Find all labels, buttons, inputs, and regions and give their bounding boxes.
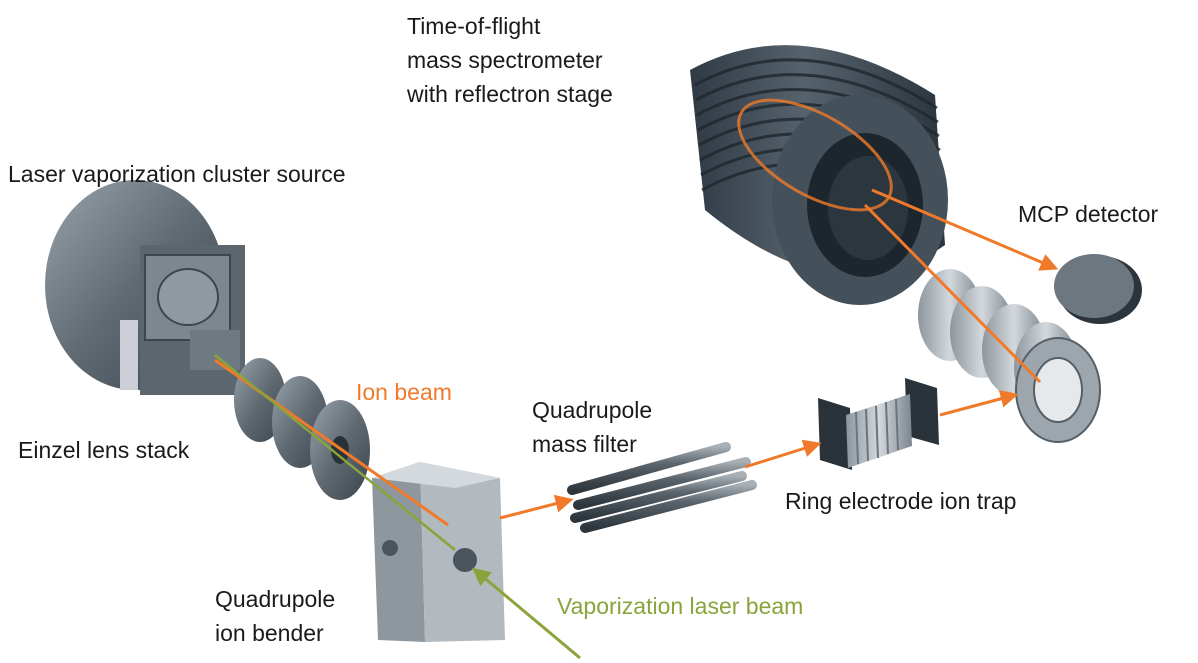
tof-label-line1: Time-of-flight bbox=[407, 13, 541, 39]
mcp-detector-label: MCP detector bbox=[1018, 201, 1159, 227]
quad-bender-label-line2: ion bender bbox=[215, 620, 324, 646]
ring-trap-label: Ring electrode ion trap bbox=[785, 488, 1017, 514]
vaporization-laser-path bbox=[472, 567, 581, 660]
vapor-laser-label: Vaporization laser beam bbox=[557, 593, 804, 619]
quad-filter-label-line2: mass filter bbox=[532, 431, 637, 457]
quad-bender-label-line1: Quadrupole bbox=[215, 586, 336, 612]
ion-beam-path bbox=[214, 98, 1059, 527]
quadrupole-ion-bender bbox=[372, 462, 505, 642]
cluster-source-label: Laser vaporization cluster source bbox=[8, 161, 346, 187]
tof-label-line2: mass spectrometer bbox=[407, 47, 603, 73]
ring-electrode-ion-trap bbox=[818, 378, 939, 470]
einzel-lens-label: Einzel lens stack bbox=[18, 437, 190, 463]
mcp-detector-disc bbox=[1054, 254, 1142, 324]
einzel-lens-stack bbox=[234, 358, 370, 500]
ion-beam-label: Ion beam bbox=[356, 379, 452, 405]
vaporization-laser-path-upper bbox=[214, 354, 456, 551]
cluster-source-body bbox=[45, 180, 245, 395]
tof-spectrometer-cylinder bbox=[690, 45, 948, 305]
tof-label-line3: with reflectron stage bbox=[407, 81, 613, 107]
quad-filter-label-line1: Quadrupole bbox=[532, 397, 653, 423]
quadrupole-mass-filter-rods bbox=[567, 442, 757, 533]
